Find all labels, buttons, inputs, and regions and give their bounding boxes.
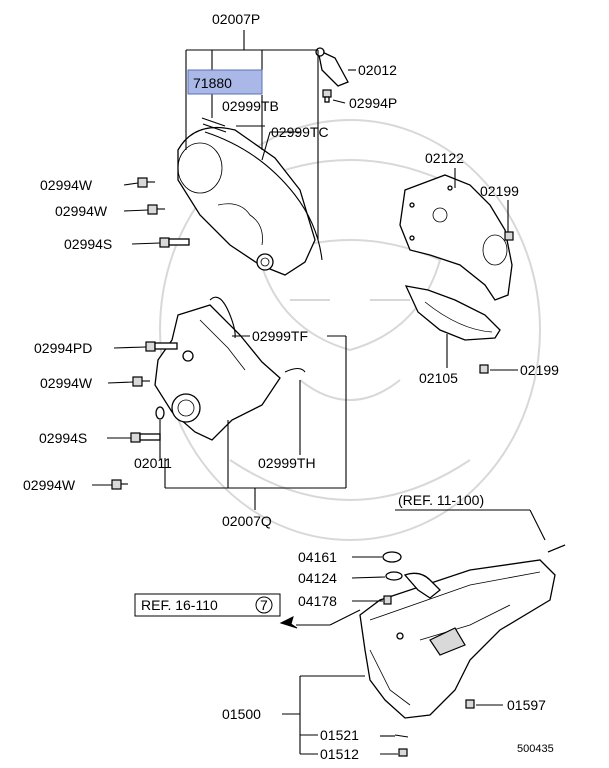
bolt-02199-lower [479,364,489,374]
label-02994S-2[interactable]: 02994S [39,430,87,446]
rear-plate-02122-drawing [399,174,513,301]
label-02999TH[interactable]: 02999TH [258,455,316,471]
label-01500[interactable]: 01500 [222,706,261,722]
leader-lines [92,30,546,755]
label-02994W-3[interactable]: 02994W [40,375,93,391]
label-ref-11-100[interactable]: (REF. 11-100) [398,492,484,508]
label-04124[interactable]: 04124 [298,570,337,586]
pin-01521 [394,734,409,738]
label-02199-2[interactable]: 02199 [520,362,559,378]
label-01597[interactable]: 01597 [507,697,546,713]
bolt-02994W-lower-1 [132,376,150,387]
oil-strainer-drawing [382,551,441,605]
bracket-02012 [315,47,349,87]
washer-01512 [398,748,408,757]
label-02994W-4[interactable]: 02994W [23,477,76,493]
drain-plug-01597 [465,699,475,709]
gasket-02999TB [201,117,227,133]
highlight-71880 [187,69,263,95]
diagram-number: 500435 [517,743,554,755]
ref-16-110-box[interactable]: REF. 16-110 7 [134,593,281,617]
seal-02011 [155,406,165,420]
label-04161[interactable]: 04161 [298,549,337,565]
lower-plate-02105-drawing [404,285,501,341]
ref-arrow-icon [279,616,298,629]
bolt-02994P-drawing [322,89,332,103]
label-02999TB[interactable]: 02999TB [222,98,279,114]
label-02994S-1[interactable]: 02994S [64,236,112,252]
bolt-02994W-upper-2 [147,204,165,215]
label-ref-16-110: REF. 16-110 [141,597,218,613]
label-02007Q[interactable]: 02007Q [222,513,272,529]
label-02994W-1[interactable]: 02994W [40,177,93,193]
label-02007P[interactable]: 02007P [212,11,260,27]
label-71880[interactable]: 71880 [193,75,232,91]
label-02994P[interactable]: 02994P [349,95,397,111]
label-04178[interactable]: 04178 [298,593,337,609]
ref-circle-number: 7 [260,597,268,613]
dipstick-tube [547,544,566,553]
label-02105[interactable]: 02105 [419,370,458,386]
label-01512[interactable]: 01512 [320,746,359,762]
label-02999TC[interactable]: 02999TC [271,124,329,140]
oil-pan-01500-drawing [359,559,556,719]
bolt-02994PD [145,341,178,352]
label-02122[interactable]: 02122 [425,150,464,166]
gasket-02999TF [209,296,236,339]
bolt-02994S-upper [159,237,190,248]
label-02011[interactable]: 02011 [134,455,172,471]
bolt-02994S-lower [130,432,161,443]
bolt-02994W-upper-1 [137,177,155,188]
gasket-02999TH [284,367,306,373]
upper-timing-cover-drawing [177,126,316,276]
lower-timing-cover-drawing [154,304,281,441]
bolt-02199-upper [504,231,514,241]
label-02994PD[interactable]: 02994PD [34,340,92,356]
label-02999TF[interactable]: 02999TF [252,328,308,344]
label-02994W-2[interactable]: 02994W [55,203,108,219]
bolt-02994W-lower-2 [111,479,128,490]
label-02012[interactable]: 02012 [358,62,397,78]
gasket-02999TC [204,131,323,261]
label-01521[interactable]: 01521 [320,727,359,743]
label-02199-1[interactable]: 02199 [480,183,519,199]
